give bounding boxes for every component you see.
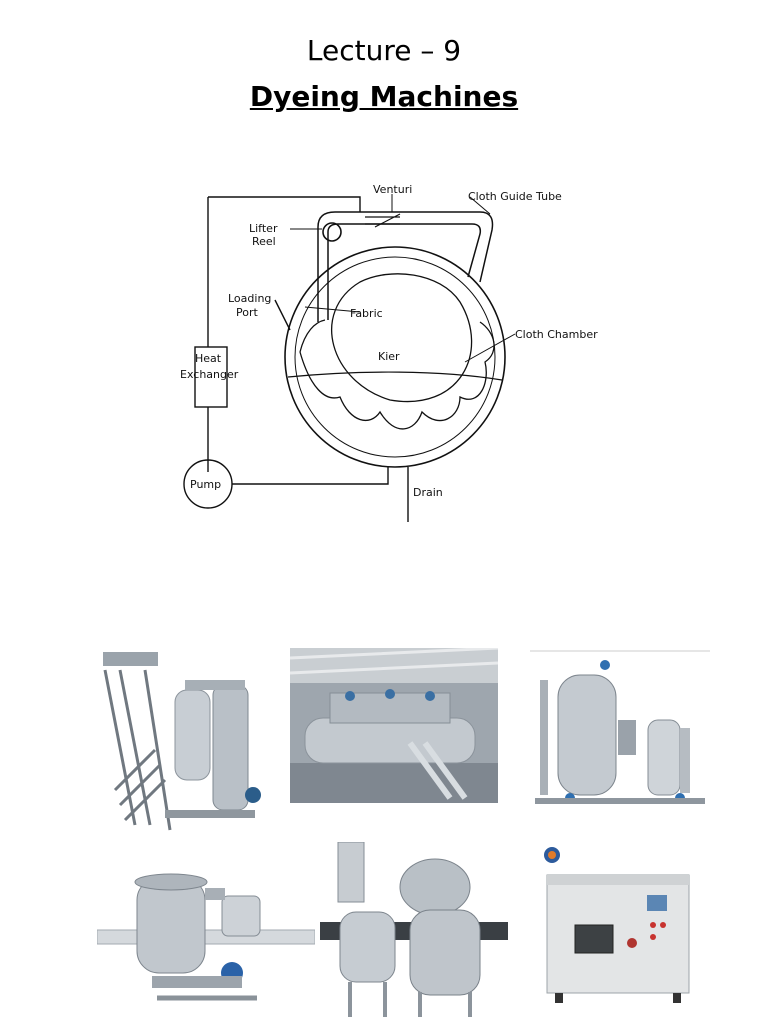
jet-dyeing-machine-with-winch-photo [95, 640, 275, 840]
label-exchanger: Exchanger [180, 368, 239, 381]
label-cloth-chamber: Cloth Chamber [515, 328, 598, 341]
factory-dyeing-machines-photo [290, 648, 498, 803]
fabric-waves [299, 321, 495, 430]
htht-dyeing-vessel-photo [530, 650, 710, 815]
label-port: Port [236, 306, 258, 319]
page-title: Dyeing Machines [249, 80, 519, 113]
liquor-pipe [207, 196, 361, 472]
laboratory-dyeing-vessels-photo [320, 842, 508, 1020]
heat-exchanger-box [194, 346, 228, 408]
lecture-number: Lecture – 9 [306, 34, 462, 67]
jet-dyeing-machine-diagram: Venturi Cloth Guide Tube Lifter Reel Loa… [180, 183, 598, 522]
label-loading: Loading [228, 292, 271, 305]
yarn-package-dyeing-machine-photo [97, 868, 315, 1008]
kier-vessel [284, 246, 506, 468]
label-pump: Pump [190, 478, 221, 491]
label-drain: Drain [413, 486, 443, 499]
label-cloth-guide-tube: Cloth Guide Tube [468, 190, 562, 203]
fabric-loop [331, 273, 473, 403]
label-lifter: Lifter [249, 222, 278, 235]
label-kier: Kier [378, 350, 400, 363]
lab-dyeing-cabinet-photo [535, 845, 693, 1010]
label-reel: Reel [252, 235, 276, 248]
cloth-guide-tube [317, 211, 494, 322]
label-heat: Heat [195, 352, 222, 365]
lifter-reel [322, 222, 342, 242]
label-venturi: Venturi [373, 183, 412, 196]
label-fabric: Fabric [350, 307, 383, 320]
